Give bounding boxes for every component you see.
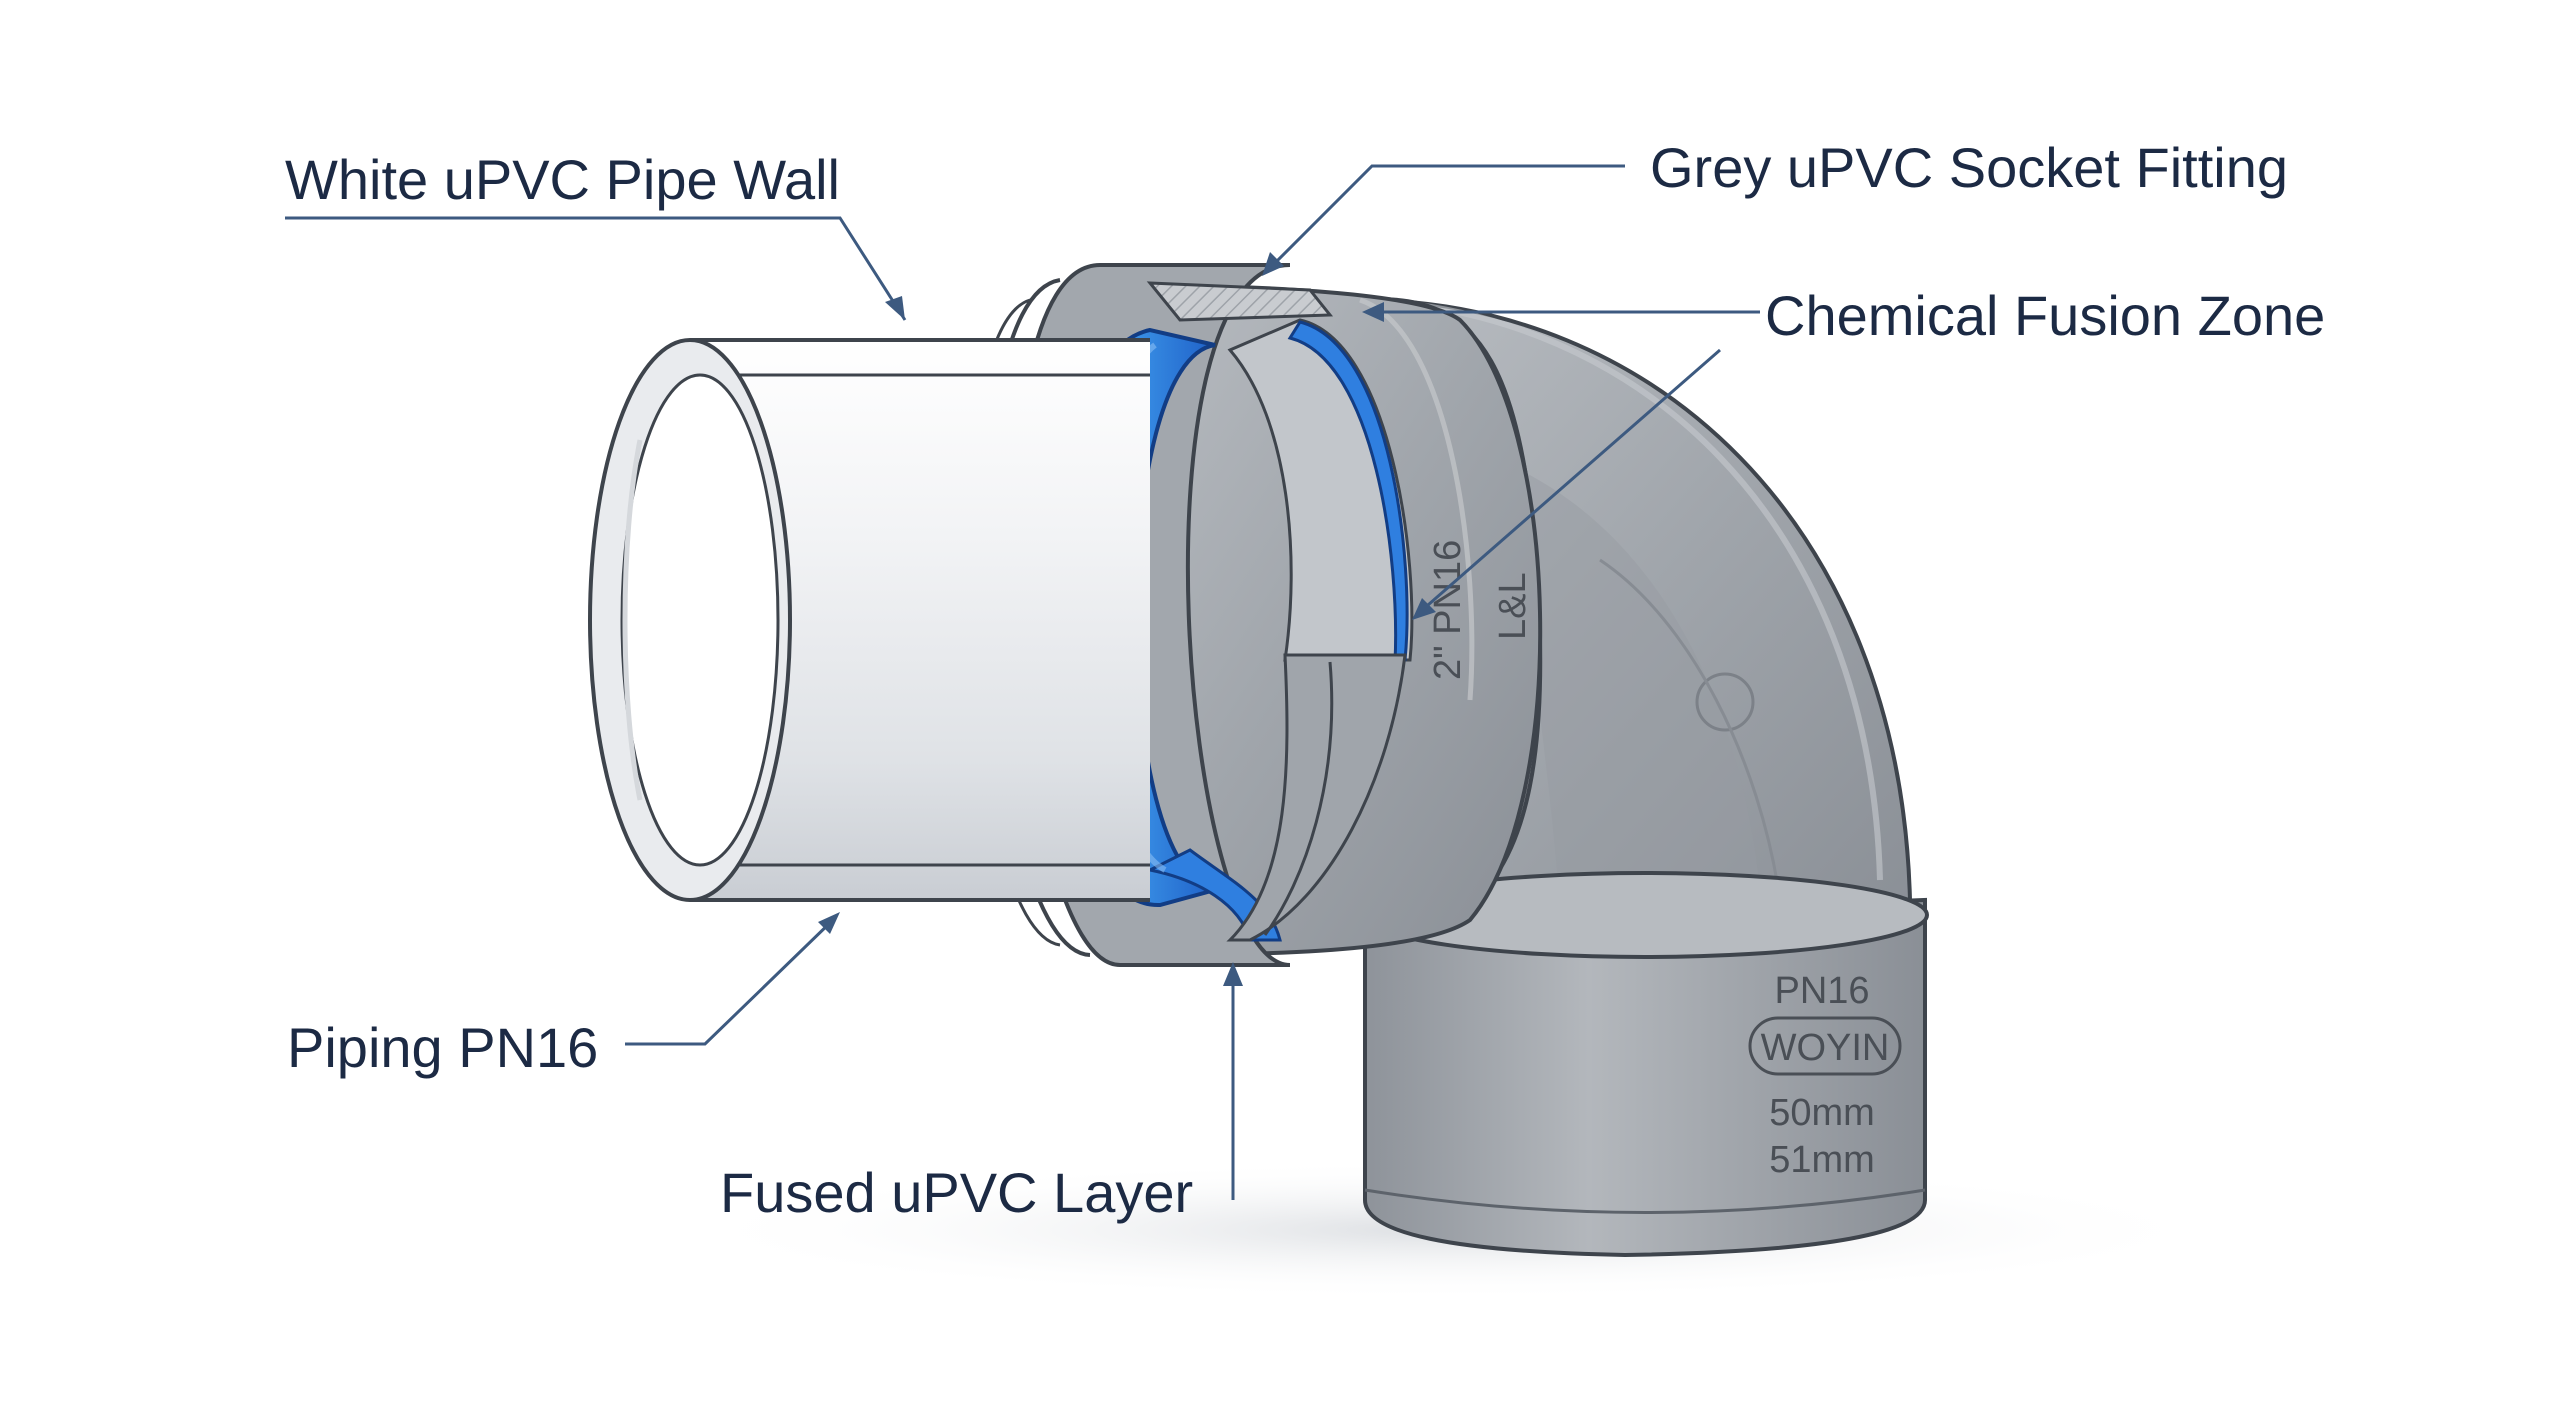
label-socket-fitting: Grey uPVC Socket Fitting [1650, 136, 2289, 199]
leader-piping [625, 912, 840, 1046]
socket-marking-line1: 2" PN16 [1427, 540, 1469, 680]
body-marking-size1: 50mm [1769, 1092, 1875, 1134]
label-fusion-zone: Chemical Fusion Zone [1765, 284, 2326, 347]
white-pipe [588, 338, 1150, 902]
leader-fused-layer [1223, 962, 1243, 1200]
brand-badge [1748, 1016, 1902, 1076]
label-pipe-wall: White uPVC Pipe Wall [285, 148, 840, 211]
socket-step-wall [1226, 653, 1407, 942]
socket-marking-line2: L&L [1492, 572, 1534, 640]
label-piping: Piping PN16 [287, 1016, 599, 1079]
leader-lines [285, 164, 1760, 1200]
body-marking-pressure: PN16 [1774, 970, 1869, 1012]
body-marking-size2: 51mm [1769, 1139, 1875, 1181]
leader-fusion-zone [1362, 302, 1760, 620]
leader-socket-fitting [1262, 164, 1625, 276]
body-marking-brand: WOYIN [1761, 1027, 1890, 1069]
label-fused-layer: Fused uPVC Layer [720, 1161, 1194, 1224]
leader-pipe-wall [285, 216, 907, 321]
